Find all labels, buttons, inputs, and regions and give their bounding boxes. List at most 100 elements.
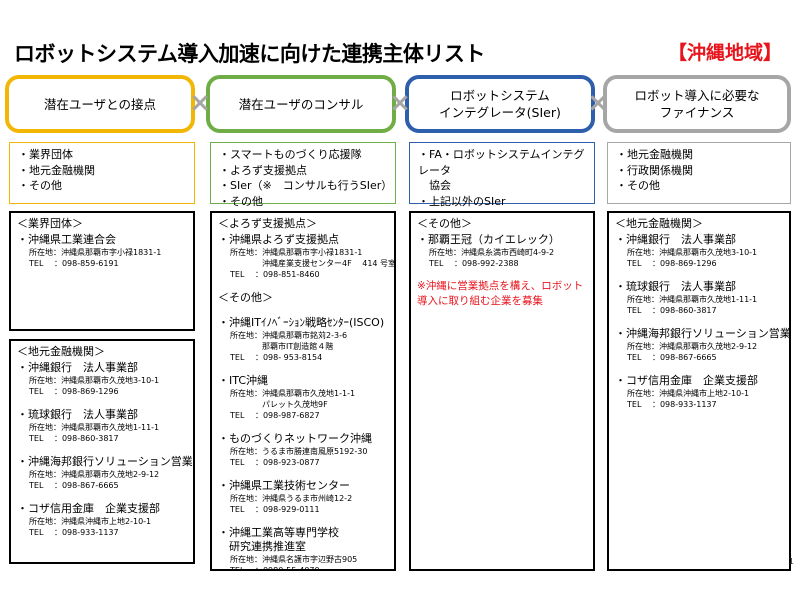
org-name: ・ものづくりネットワーク沖縄	[218, 432, 372, 445]
category-box-col2: ・スマートものづくり応援隊・よろず支援拠点・SIer（※ コンサルも行うSIer…	[210, 142, 396, 208]
org-detail: 沖縄産業支援センター4F 414 号室	[230, 259, 396, 268]
box-yorozu-and-others: ＜よろず支援拠点＞ ・沖縄県よろず支援拠点所在地：沖縄県那覇市字小禄1831-1 …	[210, 211, 396, 571]
org-detail: TEL ：098-923-0877	[230, 458, 320, 467]
recruit-note-line: ※沖縄に営業拠点を構え、ロボット	[417, 280, 584, 292]
org-detail: TEL ：098-933-1137	[627, 400, 717, 409]
org-detail: TEL ：098-867-6665	[627, 353, 717, 362]
region-label: 【沖縄地域】	[667, 42, 782, 64]
org-detail: 所在地：沖縄県糸満市西崎町4-9-2	[429, 248, 555, 257]
column-header-finance: ロボット導入に必要な ファイナンス	[603, 75, 791, 133]
org-detail: 所在地：沖縄県那覇市久茂地3-10-1	[627, 248, 758, 257]
category-item: ・行政関係機関	[616, 163, 693, 177]
column-header-consulting: 潜在ユーザのコンサル	[206, 75, 396, 133]
org-entry: ＜その他＞	[218, 291, 388, 305]
category-item: ・FA・ロボットシステムインテグレータ	[418, 148, 585, 177]
cross-icon: ×	[587, 88, 609, 118]
header-line: ファイナンス	[659, 105, 735, 120]
org-name: ・沖縄銀行 法人事業部	[17, 361, 138, 374]
org-name: ・沖縄海邦銀行ソリューション営業部	[615, 327, 791, 340]
category-item: 協会	[418, 179, 451, 192]
org-entry: ・沖縄ITｲﾉﾍﾞｰｼｮﾝ戦略ｾﾝﾀｰ(ISCO) 所在地：沖縄県那覇市銘苅2-3…	[218, 316, 388, 363]
org-detail: TEL ：098-987-6827	[230, 411, 320, 420]
org-detail: 所在地：沖縄県那覇市久茂地2-9-12	[627, 342, 758, 351]
org-name: ・那覇王冠（カイエレック）	[417, 233, 560, 246]
category-item: ・その他	[18, 179, 62, 192]
category-box-col1: ・業界団体・地元金融機関・その他	[9, 142, 195, 204]
org-detail: 所在地：沖縄県那覇市久茂地2-9-12	[29, 470, 160, 479]
org-detail: 所在地：沖縄県那覇市久茂地3-10-1	[29, 376, 160, 385]
org-detail: 所在地：沖縄県那覇市久茂地1-11-1	[29, 423, 160, 432]
org-detail: 所在地：沖縄県名護市字辺野古905	[230, 555, 358, 564]
org-detail: 所在地：沖縄県那覇市字小禄1831-1	[29, 248, 162, 257]
org-name: ・沖縄県工業連合会	[17, 233, 116, 246]
org-name: ・琉球銀行 法人事業部	[17, 408, 138, 421]
org-detail: TEL ：098- 953-8154	[230, 353, 323, 362]
org-name: ・コザ信用金庫 企業支援部	[615, 374, 758, 387]
box-heading: ＜その他＞	[417, 217, 472, 230]
org-detail: 所在地：沖縄県那覇市久茂地1-1-1	[230, 389, 356, 398]
box-heading: ＜地元金融機関＞	[17, 345, 105, 358]
org-detail: TEL ：0980-55-4070	[230, 566, 320, 571]
org-detail: 所在地：沖縄県那覇市銘苅2-3-6	[230, 331, 348, 340]
org-name: ・沖縄県よろず支援拠点	[218, 233, 339, 246]
box-heading: ＜地元金融機関＞	[615, 217, 703, 230]
cross-icon: ×	[189, 88, 211, 118]
org-detail: TEL ：098-860-3817	[29, 434, 119, 443]
org-detail: 所在地：沖縄県那覇市字小禄1831-1	[230, 248, 363, 257]
category-item: ・SIer（※ コンサルも行うSIer）	[219, 179, 393, 192]
category-item: ・地元金融機関	[18, 163, 95, 177]
org-detail: 那覇市IT創造館４階	[230, 342, 334, 351]
org-entry: ・沖縄県よろず支援拠点所在地：沖縄県那覇市字小禄1831-1 沖縄産業支援センタ…	[218, 233, 396, 280]
org-entry: ・ITC沖縄所在地：沖縄県那覇市久茂地1-1-1 パレット久茂地9F TEL ：0…	[218, 374, 388, 421]
org-name: ・沖縄ITｲﾉﾍﾞｰｼｮﾝ戦略ｾﾝﾀｰ(ISCO)	[218, 316, 385, 329]
header-line: 潜在ユーザのコンサル	[238, 96, 364, 112]
header-line: ロボットシステム	[450, 88, 550, 103]
category-item: ・地元金融機関	[616, 148, 693, 161]
recruit-note: ※沖縄に営業拠点を構え、ロボット導入に取り組む企業を募集	[417, 279, 587, 309]
org-detail: TEL ：098-933-1137	[29, 528, 119, 537]
header-line: 潜在ユーザとの接点	[43, 96, 157, 112]
category-item: ・その他	[219, 194, 263, 208]
org-detail: TEL ：098-869-1296	[627, 259, 717, 268]
org-detail: TEL ：098-929-0111	[230, 505, 320, 514]
category-item: ・よろず支援拠点	[219, 163, 307, 177]
org-name: ・沖縄海邦銀行ソリューション営業部	[17, 455, 195, 468]
org-detail: パレット久茂地9F	[230, 400, 328, 409]
org-detail: TEL ：098-867-6665	[29, 481, 119, 490]
box-heading: ＜よろず支援拠点＞	[218, 217, 317, 230]
recruit-note-line: 導入に取り組む企業を募集	[417, 295, 543, 307]
org-detail: TEL ：098-992-2388	[429, 259, 519, 268]
org-detail: 所在地：うるま市勝連南風原5192-30	[230, 447, 368, 456]
org-detail: TEL ：098-869-1296	[29, 387, 119, 396]
org-detail: TEL ：098-859-6191	[29, 259, 119, 268]
org-name: ・沖縄県工業技術センター	[218, 479, 350, 492]
org-name: ・沖縄銀行 法人事業部	[615, 233, 736, 246]
org-detail: TEL ：098-860-3817	[627, 306, 717, 315]
column-header-potential-user-contact: 潜在ユーザとの接点	[5, 75, 195, 133]
cross-icon: ×	[389, 88, 411, 118]
header-line: インテグレータ(SIer)	[439, 105, 561, 120]
org-name: ・ITC沖縄	[218, 374, 268, 387]
org-name: ・コザ信用金庫 企業支援部	[17, 502, 160, 515]
org-detail: 所在地：沖縄県沖縄市上地2-10-1	[29, 517, 152, 526]
box-heading: ＜業界団体＞	[17, 217, 83, 230]
org-detail: TEL ：098-851-8460	[230, 270, 320, 279]
header-line: ロボット導入に必要な	[634, 88, 760, 103]
page-title: ロボットシステム導入加速に向けた連携主体リスト	[14, 42, 485, 66]
org-detail: 所在地：沖縄県那覇市久茂地1-11-1	[627, 295, 758, 304]
